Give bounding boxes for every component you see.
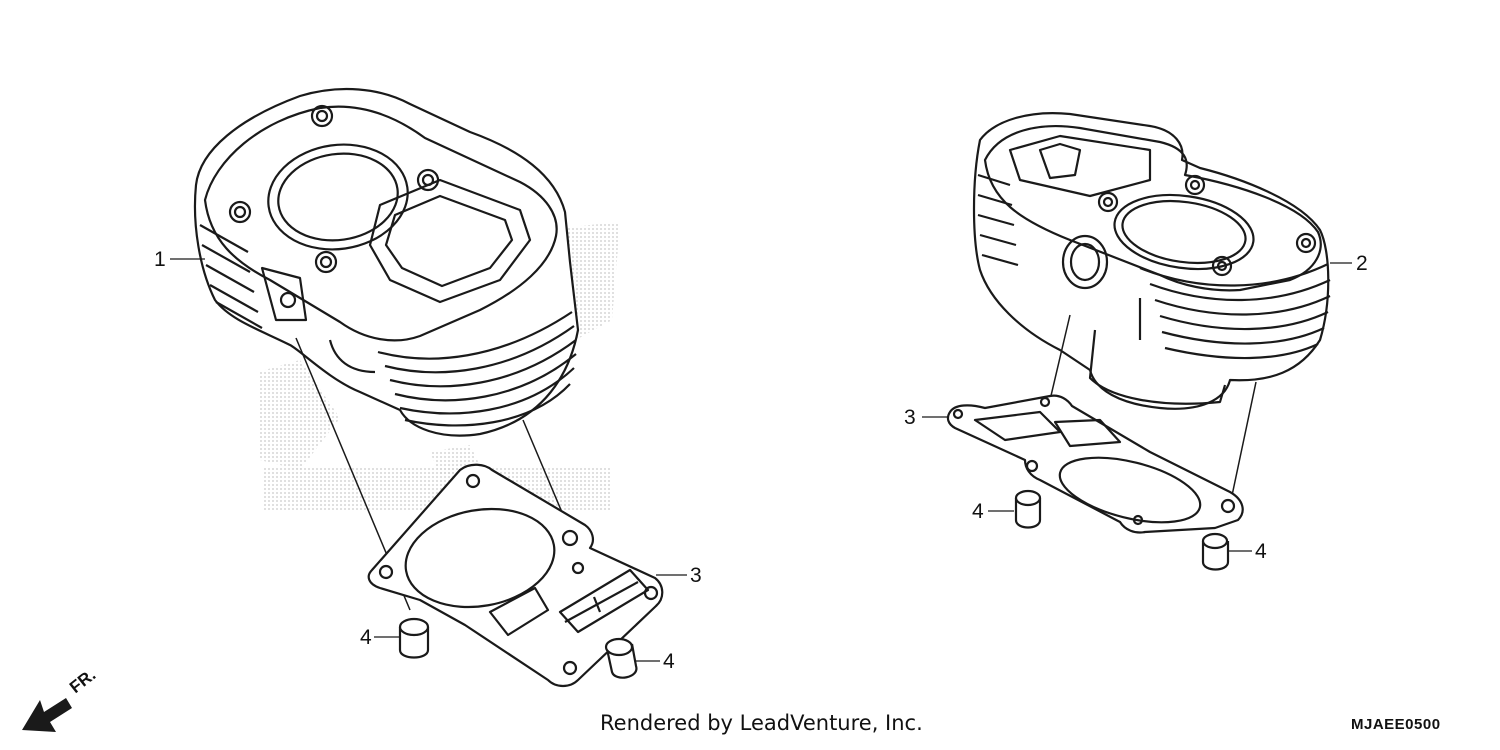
right-cylinder	[972, 112, 1331, 410]
callout-dowel-right-b: 4	[1255, 540, 1267, 563]
front-direction-arrow-icon	[22, 698, 72, 732]
callout-left-cylinder: 1	[154, 248, 166, 271]
callout-right-gasket: 3	[904, 406, 916, 429]
callout-right-cylinder: 2	[1356, 252, 1368, 275]
diagram-code: MJAEE0500	[1351, 716, 1441, 733]
left-cylinder	[193, 87, 580, 437]
right-dowel-pins	[1014, 489, 1230, 571]
callout-dowel-left-a: 4	[360, 626, 372, 649]
left-gasket	[367, 463, 664, 688]
callout-dowel-left-b: 4	[663, 650, 675, 673]
callout-leaders	[170, 258, 1352, 662]
render-credit: Rendered by LeadVenture, Inc.	[600, 711, 923, 735]
left-dowel-pins	[398, 617, 638, 679]
right-gasket	[946, 394, 1244, 534]
callout-left-gasket: 3	[690, 564, 702, 587]
callout-dowel-right-a: 4	[972, 500, 984, 523]
